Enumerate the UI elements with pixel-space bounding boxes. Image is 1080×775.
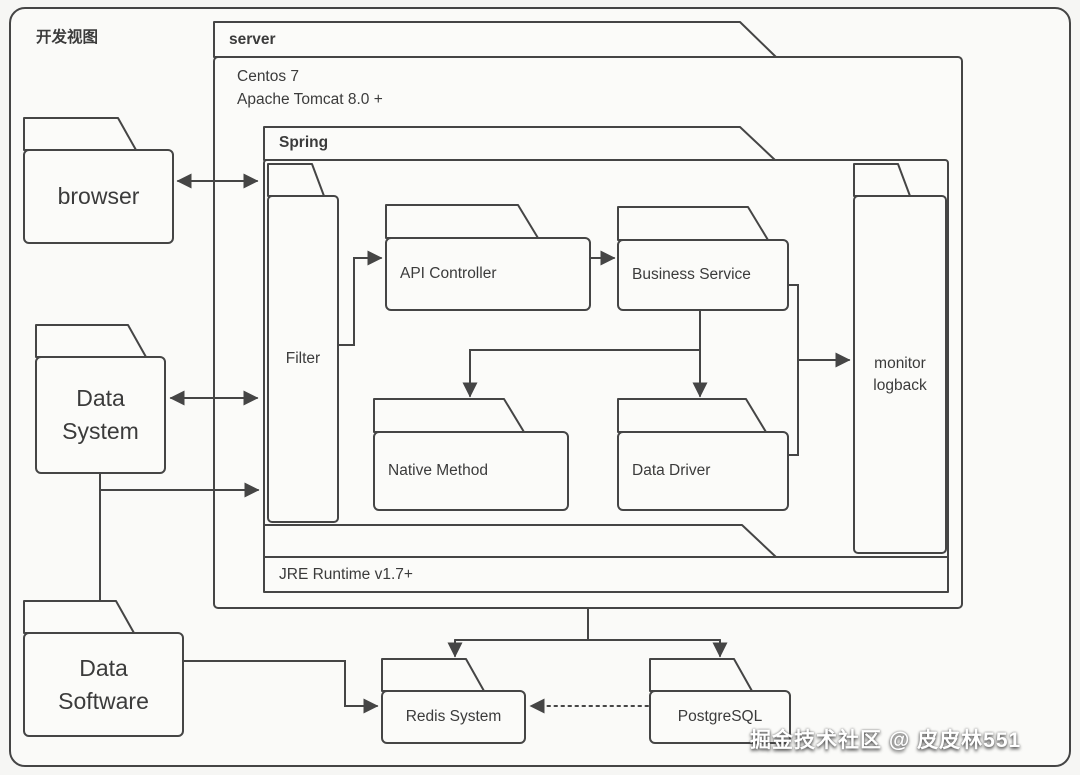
browser-label: browser: [57, 183, 140, 209]
postgresql-node-body: [649, 690, 791, 744]
monitor-label: monitor logback: [873, 354, 927, 394]
postgresql-node-tab: [649, 658, 753, 692]
server-os-label: Centos 7: [237, 68, 300, 85]
data-software-node-tab: [23, 600, 135, 634]
data-driver-node-tab: [617, 398, 767, 433]
api-controller-node-body: [385, 237, 591, 311]
filter-label: Filter: [285, 350, 321, 367]
edge-data-software-redis: [182, 660, 379, 714]
diagram-title: 开发视图: [36, 29, 99, 46]
server-package-tab: [213, 21, 777, 58]
business-service-node-body: [617, 239, 789, 311]
business-service-label: Business Service: [632, 266, 751, 283]
spring-package-tab: [263, 126, 776, 161]
api-controller-node-tab: [385, 204, 539, 239]
edge-business-native-method: [462, 309, 701, 398]
data-system-node-tab: [35, 324, 147, 358]
redis-label: Redis System: [405, 708, 502, 725]
redis-node-body: [381, 690, 526, 744]
browser-node-body: [23, 149, 174, 244]
monitor-node-body: [853, 195, 947, 554]
filter-node-body: [267, 195, 339, 523]
native-method-node-tab: [373, 398, 525, 433]
redis-node-tab: [381, 658, 485, 692]
jre-runtime-tab: [263, 524, 777, 558]
data-driver-node-body: [617, 431, 789, 511]
data-system-label: Data System: [62, 385, 139, 444]
business-service-node-tab: [617, 206, 769, 241]
watermark: 掘金技术社区 @ 皮皮林551: [750, 729, 1022, 752]
browser-node-tab: [23, 117, 137, 151]
data-driver-label: Data Driver: [632, 462, 711, 479]
server-container-label: Apache Tomcat 8.0 +: [237, 91, 383, 108]
data-software-node-body: [23, 632, 184, 737]
native-method-node-body: [373, 431, 569, 511]
native-method-label: Native Method: [388, 462, 488, 479]
data-software-label: Data Software: [58, 654, 149, 714]
jre-runtime-label: JRE Runtime v1.7+: [279, 565, 413, 583]
postgresql-label: PostgreSQL: [677, 708, 763, 725]
server-label: server: [229, 31, 276, 48]
jre-runtime-body: [263, 556, 949, 593]
edge-filter-api-controller: [337, 250, 383, 346]
api-controller-label: API Controller: [400, 265, 497, 282]
spring-label: Spring: [279, 134, 329, 151]
edge-monitor-bus: [787, 284, 799, 456]
